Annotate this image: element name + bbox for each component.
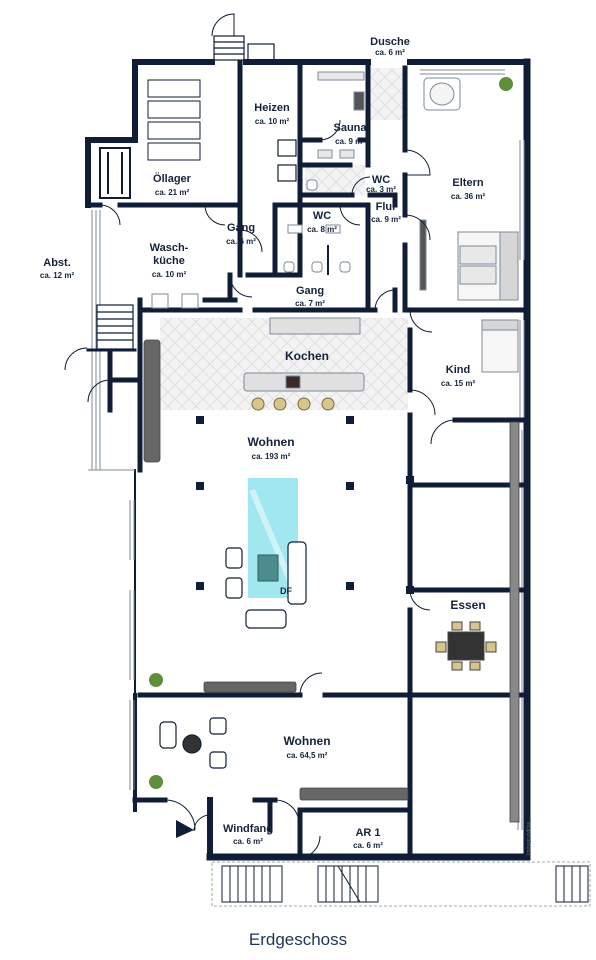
step-group-right <box>555 865 589 903</box>
room-area: ca. 3 m² <box>366 185 396 194</box>
room-area: ca. 15 m² <box>441 379 476 388</box>
room-name: AR 1 <box>355 827 380 839</box>
room-area: ca. 7 m² <box>295 299 325 308</box>
stair-top <box>213 35 275 63</box>
room-name: Sauna <box>333 122 367 134</box>
entrance-steps <box>211 861 591 907</box>
lounge-chairs <box>159 717 227 769</box>
step-group-middle <box>317 865 379 903</box>
sauna-fixtures <box>317 71 365 159</box>
bed-double <box>419 219 519 301</box>
room-name: Essen <box>450 598 485 612</box>
room-area: ca. 193 m² <box>252 452 291 461</box>
room-name: Wohnen <box>247 435 294 449</box>
room-area: ca. 8 m² <box>307 225 337 234</box>
room-area: ca. 9 m² <box>371 215 401 224</box>
plants <box>149 77 513 789</box>
bathtub <box>423 77 461 111</box>
shaft-box <box>99 147 131 199</box>
room-area: ca. 64,5 m² <box>287 751 328 760</box>
room-area: ca. 10 m² <box>255 117 290 126</box>
room-name: Abst. <box>43 257 71 269</box>
bed-single <box>481 319 519 373</box>
room-name: Gang <box>296 285 324 297</box>
oil-tanks <box>147 79 201 161</box>
room-area: ca. 12 m² <box>40 271 75 280</box>
room-area: ca. 6 m² <box>226 237 256 246</box>
bar-stools <box>251 397 335 411</box>
df-marker: DF <box>280 586 292 596</box>
room-name: küche <box>153 255 185 267</box>
room-name: Gang <box>227 222 255 234</box>
room-name: WC <box>313 210 331 222</box>
room-name: Windfang <box>223 823 273 835</box>
room-name: Heizen <box>254 102 290 114</box>
step-group-left <box>221 865 283 903</box>
room-area: ca. 10 m² <box>152 270 187 279</box>
room-area: ca. 6 m² <box>353 841 383 850</box>
room-area: ca. 36 m² <box>451 192 486 201</box>
room-area: ca. 9 m² <box>335 137 365 146</box>
stair-left <box>96 304 134 350</box>
living-seating <box>225 541 307 629</box>
room-area: ca. 6 m² <box>233 837 263 846</box>
room-labels: Dusche ca. 6 m² Heizen ca. 10 m² Öllager… <box>40 36 486 850</box>
room-name: Wasch- <box>150 242 189 254</box>
room-name: Dusche <box>370 36 410 48</box>
room-name: Wohnen <box>283 734 330 748</box>
room-name: Eltern <box>452 177 483 189</box>
kitchen-counters <box>243 317 365 392</box>
windfang-arrow <box>176 820 194 838</box>
room-name: Kochen <box>285 349 329 363</box>
room-name: Öllager <box>153 172 192 185</box>
credit-text: Immogrundriss <box>526 821 532 855</box>
door-swings <box>64 13 456 859</box>
heating-units <box>277 139 297 182</box>
interior-walls <box>85 59 530 860</box>
toilets <box>283 179 351 275</box>
room-name: Flur <box>376 201 397 213</box>
floor-caption: Erdgeschoss <box>248 930 348 949</box>
room-area: ca. 21 m² <box>155 188 190 197</box>
room-area: ca. 6 m² <box>375 48 405 57</box>
cabinets <box>143 339 520 823</box>
room-name: WC <box>372 174 390 186</box>
room-name: Kind <box>446 364 470 376</box>
washing-machines <box>151 293 199 309</box>
dining-set <box>435 621 497 671</box>
